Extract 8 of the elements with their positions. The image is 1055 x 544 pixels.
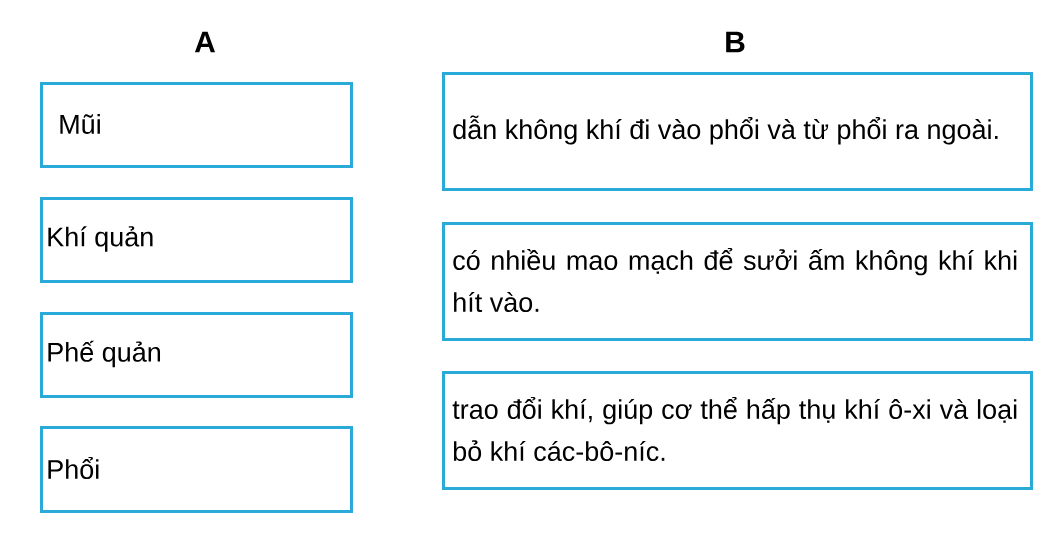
answer-box: dẫn không khí đi vào phổi và từ phổi ra ngoài. xyxy=(442,72,1033,191)
column-heading: A xyxy=(194,31,216,53)
term-box: Phổi xyxy=(40,426,353,513)
answer-box: có nhiều mao mạch để sưởi ấm không khí khi hít vào. xyxy=(442,222,1033,341)
term-box: Khí quản xyxy=(40,197,353,283)
term-box: Mũi xyxy=(40,82,353,168)
term-box: Phế quản xyxy=(40,312,353,398)
answer-box: trao đổi khí, giúp cơ thể hấp thụ khí ô-xi và loại bỏ khí các-bô-níc. xyxy=(442,371,1033,490)
